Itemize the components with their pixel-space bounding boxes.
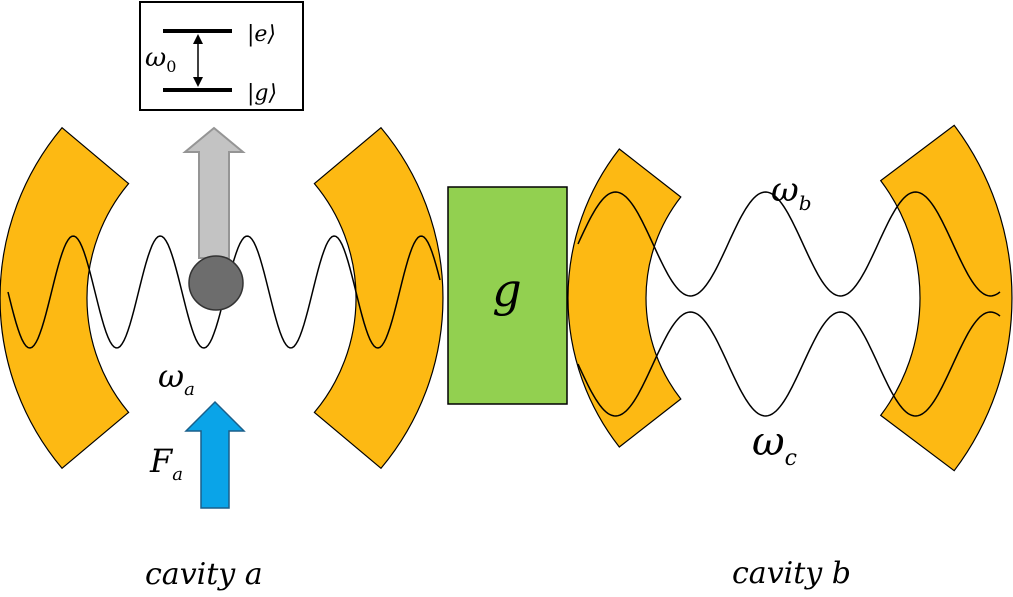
cavity-a-left-mirror <box>0 126 130 470</box>
cavity-a-frequency-label: ωa <box>158 357 195 400</box>
atom-icon <box>188 255 244 311</box>
cavity-a-right-mirror <box>313 126 444 470</box>
coupling-label: g <box>492 263 521 317</box>
ground-state-label: |g⟩ <box>247 81 277 106</box>
coupling-block <box>447 186 568 405</box>
cavity-a-label: cavity a <box>145 557 263 592</box>
drive-label: Fa <box>149 442 183 485</box>
cavity-b-right-mirror <box>879 124 1013 472</box>
drive-up-arrow-icon <box>184 400 246 509</box>
mode-b-frequency-label: ωb <box>771 170 812 215</box>
cavity-b-left-mirror <box>567 148 682 448</box>
transition-frequency-label: ω0 <box>145 43 176 76</box>
cavity-b-mode-c-wave <box>577 311 1001 417</box>
cavity-b-label: cavity b <box>732 556 851 591</box>
cavity-b-mode-b-wave <box>577 191 1001 297</box>
transition-arrow-up-head <box>193 34 203 44</box>
energy-level-inset: ω0 |e⟩ |g⟩ <box>139 1 304 111</box>
excited-state-label: |e⟩ <box>247 22 276 47</box>
transition-arrow-down-head <box>193 77 203 87</box>
mode-c-frequency-label: ωc <box>752 419 797 471</box>
excitation-up-arrow-icon <box>182 126 246 259</box>
mirrors <box>0 124 1013 472</box>
